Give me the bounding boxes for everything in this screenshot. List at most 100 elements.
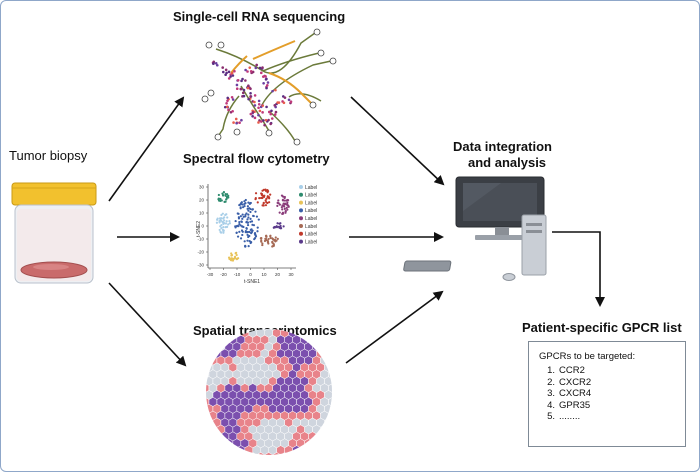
tsne-point	[220, 219, 223, 222]
tsne-point	[256, 226, 259, 229]
tsne-point	[219, 199, 222, 203]
tsne-xtick-label: -30	[207, 272, 214, 277]
tsne-point	[246, 223, 250, 227]
tsne-point	[220, 227, 223, 230]
scrna-cell-dot	[241, 77, 244, 81]
tsne-point	[268, 201, 271, 204]
tsne-point	[248, 234, 251, 238]
gpcr-list-item: 4.GPR35	[547, 399, 591, 411]
tsne-point	[278, 211, 281, 214]
gpcr-name: ........	[559, 411, 581, 422]
tsne-point	[244, 198, 247, 202]
tsne-point	[255, 215, 259, 218]
scrna-cell-dot	[253, 104, 257, 107]
tsne-point	[282, 195, 285, 198]
tsne-point	[283, 207, 286, 210]
tsne-point	[264, 234, 268, 238]
tsne-point	[235, 253, 238, 257]
tsne-point	[279, 227, 282, 230]
gpcr-list-title: Patient-specific GPCR list	[522, 320, 682, 335]
tsne-point	[282, 225, 285, 228]
tsne-legend-label: Label	[305, 232, 317, 238]
tsne-ylabel: t-SNE2	[196, 221, 202, 237]
tsne-point	[285, 206, 288, 209]
scrna-cell-dot	[274, 88, 277, 92]
tsne-point	[266, 195, 269, 198]
tsne-point	[233, 256, 237, 259]
spatial-hex-spot	[264, 452, 273, 455]
tsne-point	[224, 194, 227, 197]
scrna-cell-dot	[221, 70, 225, 74]
tsne-xtick-label: 10	[261, 272, 267, 277]
scrna-cell-dot	[257, 102, 261, 106]
scrna-cell-dot	[261, 111, 264, 114]
tsne-point	[283, 199, 286, 202]
tsne-point	[266, 189, 269, 192]
tsne-point	[251, 229, 254, 232]
scrna-cell-dot	[224, 68, 228, 72]
tsne-point	[246, 233, 249, 236]
spatial-hex-spot	[284, 445, 293, 455]
gpcr-name: CXCR4	[559, 388, 592, 399]
tsne-point	[222, 190, 226, 194]
scrna-cell-dot	[232, 121, 235, 124]
tsne-point	[241, 230, 244, 233]
tsne-point	[250, 220, 254, 223]
tsne-point	[262, 202, 265, 205]
tsne-point	[265, 197, 268, 200]
tsne-point	[220, 213, 223, 217]
arrow-integration-to-gpcr	[552, 231, 605, 307]
tsne-point	[218, 219, 221, 223]
tsne-legend-swatch	[299, 224, 303, 228]
tsne-point	[231, 259, 235, 262]
tsne-point	[224, 226, 227, 229]
tsne-point	[261, 194, 264, 197]
tsne-point	[236, 235, 240, 238]
scrna-cell-dot	[215, 63, 219, 67]
scrna-cell-dot	[229, 75, 232, 78]
scrna-cell-dot	[234, 117, 238, 121]
scrna-cell-dot	[225, 71, 228, 75]
tsne-point	[222, 226, 225, 229]
tsne-point	[260, 240, 263, 243]
tsne-point	[258, 196, 261, 200]
tsne-point	[245, 221, 248, 224]
tsne-point	[244, 213, 247, 216]
scrna-cell-dot	[264, 118, 268, 122]
scrna-cell-dot	[244, 68, 247, 72]
scrna-cell-dot	[266, 81, 270, 84]
tsne-legend-swatch	[299, 185, 303, 189]
scrna-cell-dot	[261, 75, 265, 78]
scrna-cell-dot	[253, 116, 257, 120]
tsne-point	[219, 230, 222, 233]
tsne-point	[254, 198, 257, 201]
scrna-cell-dot	[262, 119, 265, 122]
tsne-point	[230, 254, 233, 257]
tsne-point	[227, 194, 230, 197]
tsne-point	[234, 225, 237, 228]
scrna-cell-dot	[242, 88, 246, 92]
integration-title-line1: Data integration	[453, 139, 552, 154]
scrna-cell-dot	[212, 62, 215, 65]
tsne-xtick-label: 0	[249, 272, 252, 277]
tsne-point	[240, 201, 243, 204]
tsne-point	[247, 244, 250, 248]
tsne-point	[253, 238, 256, 241]
scrna-cell-dot	[235, 83, 239, 87]
scrna-cell-dot	[261, 104, 265, 107]
flow-title: Spectral flow cytometry	[183, 151, 330, 166]
tsne-point	[251, 223, 254, 226]
tsne-point	[241, 233, 244, 237]
scrna-cell-dot	[241, 91, 245, 95]
tsne-point	[223, 219, 226, 222]
scrna-cell-dot	[226, 96, 230, 100]
tsne-point	[224, 213, 227, 217]
scrna-cell-dot	[214, 62, 218, 65]
tsne-point	[275, 226, 279, 229]
tsne-point	[249, 207, 252, 211]
tsne-point	[283, 203, 286, 206]
scrna-cell-dot	[227, 77, 231, 80]
